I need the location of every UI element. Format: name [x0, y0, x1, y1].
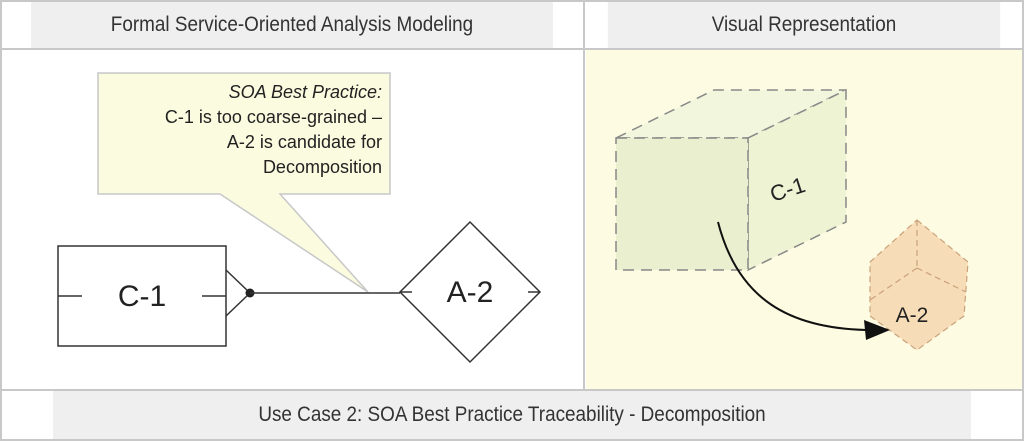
cube-a2: A-2: [869, 219, 969, 351]
footer-caption: Use Case 2: SOA Best Practice Traceabili…: [53, 391, 971, 439]
header-formal-modeling: Formal Service-Oriented Analysis Modelin…: [31, 2, 553, 48]
callout-title: SOA Best Practice:: [228, 82, 382, 102]
callout-text: SOA Best Practice: C-1 is too coarse-gra…: [104, 80, 382, 188]
cube-c1: C-1: [615, 88, 847, 272]
connector-line: [225, 269, 400, 317]
activity-a2-label: A-2: [447, 276, 494, 309]
cube-a2-label: A-2: [896, 304, 929, 327]
header-visual-representation: Visual Representation: [607, 2, 1001, 48]
callout-line-3: Decomposition: [262, 157, 382, 177]
callout-line-1: C-1 is too coarse-grained –: [164, 107, 382, 127]
entity-c1: C-1: [57, 245, 227, 347]
activity-a2: A-2: [398, 220, 542, 364]
callout-bubble: [97, 72, 391, 293]
entity-c1-label: C-1: [118, 280, 166, 313]
decomposition-arrow: [717, 221, 890, 340]
callout-line-2: A-2 is candidate for: [226, 132, 382, 152]
